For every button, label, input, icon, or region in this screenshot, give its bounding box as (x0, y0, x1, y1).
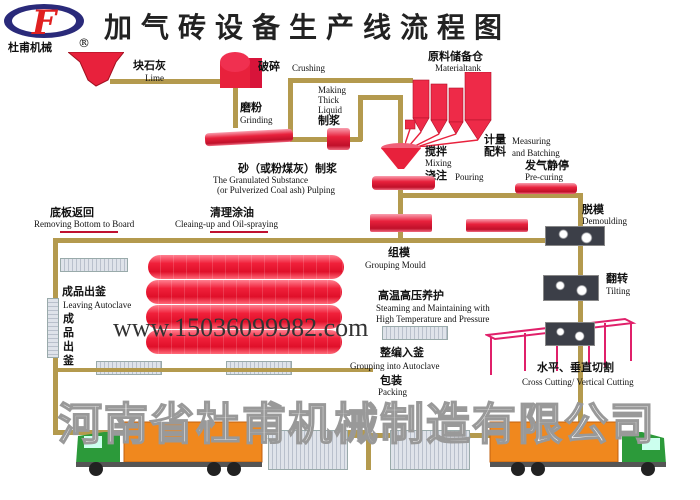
grey-rack-vertical (47, 298, 59, 358)
crusher-icon (220, 52, 262, 88)
pipe (53, 368, 373, 372)
removing-label-en: Removing Bottom to Board (34, 219, 135, 229)
grinding-label-en: Grinding (240, 115, 273, 125)
divider (210, 231, 268, 233)
pulping-tank (327, 128, 350, 150)
pipe (233, 88, 238, 128)
divider (60, 231, 118, 233)
measuring-label-zh2: 配料 (484, 145, 506, 158)
material-tank-label-zh: 原料储备仓 (428, 50, 483, 63)
packing-label-zh: 包装 (380, 374, 402, 387)
leaving-label-zh: 成品出釜 (62, 285, 106, 298)
lime-label-zh: 块石灰 (133, 59, 166, 72)
pre-curing-mould (515, 183, 577, 194)
pre-curing-label-zh: 发气静停 (525, 159, 569, 172)
mould-box (370, 214, 432, 232)
pulping-label-zh: 砂（或粉煤灰）制浆 (238, 162, 337, 175)
grouping-autoclave-label-en: Grouping into Autoclave (350, 361, 440, 371)
crushing-label-en: Crushing (292, 63, 326, 73)
tilting-block (543, 275, 599, 301)
pouring-label-en: Pouring (455, 172, 484, 182)
thick-liquid-label: Making Thick Liquid 制浆 (318, 85, 346, 127)
packing-label-en: Packing (378, 387, 407, 397)
pulping-label-en1: The Granulated Substance (213, 175, 308, 185)
mixer-icon (381, 143, 421, 169)
steaming-label-en2: High Temperature and Pressure (376, 314, 490, 324)
material-tank-label-en: Materialtank (435, 63, 481, 73)
pipe (578, 193, 583, 438)
autoclave (146, 280, 342, 304)
crushing-label-zh: 破碎 (258, 60, 280, 73)
steaming-label-en1: Steaming and Maintaining with (376, 303, 490, 313)
grey-rack (382, 326, 448, 340)
grouping-mould-label-en: Grouping Mould (365, 260, 426, 270)
mould-box (466, 219, 528, 232)
autoclave (146, 330, 342, 354)
registered-mark: ® (78, 36, 90, 50)
url-watermark: www.15036099982.com (113, 313, 369, 342)
pipe (110, 79, 222, 84)
pipe (288, 78, 413, 83)
pipe (358, 95, 403, 100)
demoulding-label-zh: 脱模 (582, 203, 604, 216)
demoulding-block (545, 226, 605, 246)
cutting-label-zh: 水平、垂直切割 (537, 361, 614, 374)
thick-liquid-en2: Thick (318, 95, 339, 105)
autoclave (146, 305, 342, 329)
measuring-label-en1: Measuring (512, 136, 551, 146)
mixing-label-zh: 搅拌 (425, 145, 447, 158)
measuring-label-en2: and Batching (512, 148, 560, 158)
lime-hopper-icon (68, 52, 124, 87)
autoclave (148, 255, 344, 279)
tilting-label-zh: 翻转 (606, 272, 628, 285)
grey-rack (60, 258, 128, 272)
lime-label-en: Lime (145, 73, 164, 83)
tilting-label-en: Tilting (606, 286, 631, 296)
pipe (366, 430, 371, 470)
pipe (398, 95, 403, 150)
grinding-mill (204, 128, 294, 147)
pipe (288, 78, 293, 140)
packing-stack (268, 430, 348, 470)
measuring-label-zh1: 计量 (484, 133, 506, 146)
cutting-label-en: Cross Cutting/ Vertical Cutting (522, 377, 634, 387)
grinding-label-zh: 磨粉 (240, 101, 262, 114)
logo: F (2, 2, 86, 43)
pulping-label-en2: (or Pulverized Coal ash) Pulping (217, 185, 335, 195)
cleaning-label-en: Cleaing-up and Oil-spraying (175, 219, 278, 229)
mixing-label-en: Mixing (425, 158, 452, 168)
svg-text:F: F (31, 3, 59, 40)
cutting-block (545, 322, 595, 346)
pouring-mould (372, 176, 435, 190)
pipe (53, 238, 583, 243)
pipe (348, 137, 362, 142)
thick-liquid-en3: Liquid (318, 105, 342, 115)
steaming-label-zh: 高温高压养护 (378, 289, 444, 302)
pre-curing-label-en: Pre-curing (525, 172, 563, 182)
pipe (358, 95, 363, 141)
cleaning-label-zh: 清理涂油 (210, 206, 254, 219)
removing-label-zh: 底板返回 (50, 206, 94, 219)
grouping-mould-label-zh: 组模 (388, 246, 410, 259)
thick-liquid-en1: Making (318, 85, 346, 95)
company-watermark: 河南省杜甫机械制造有限公司 (57, 399, 656, 451)
truck-right-icon (489, 421, 666, 476)
grouping-autoclave-label-zh: 整编入釜 (380, 346, 424, 359)
material-tanks-icon (405, 72, 492, 147)
packing-stack (390, 430, 470, 470)
thick-liquid-zh: 制浆 (318, 114, 340, 127)
demoulding-label-en: Demoulding (582, 216, 627, 226)
page-title: 加气砖设备生产线流程图 (104, 11, 512, 44)
leaving-label-en: Leaving Autoclave (63, 300, 132, 310)
logo-emblem-icon: F (4, 3, 84, 43)
truck-left-icon (76, 421, 263, 476)
pipe (290, 137, 328, 142)
leaving-label-vertical: 成品出釜 (63, 312, 74, 367)
pipe (398, 193, 583, 198)
logo-text: 杜甫机械 (8, 41, 52, 54)
